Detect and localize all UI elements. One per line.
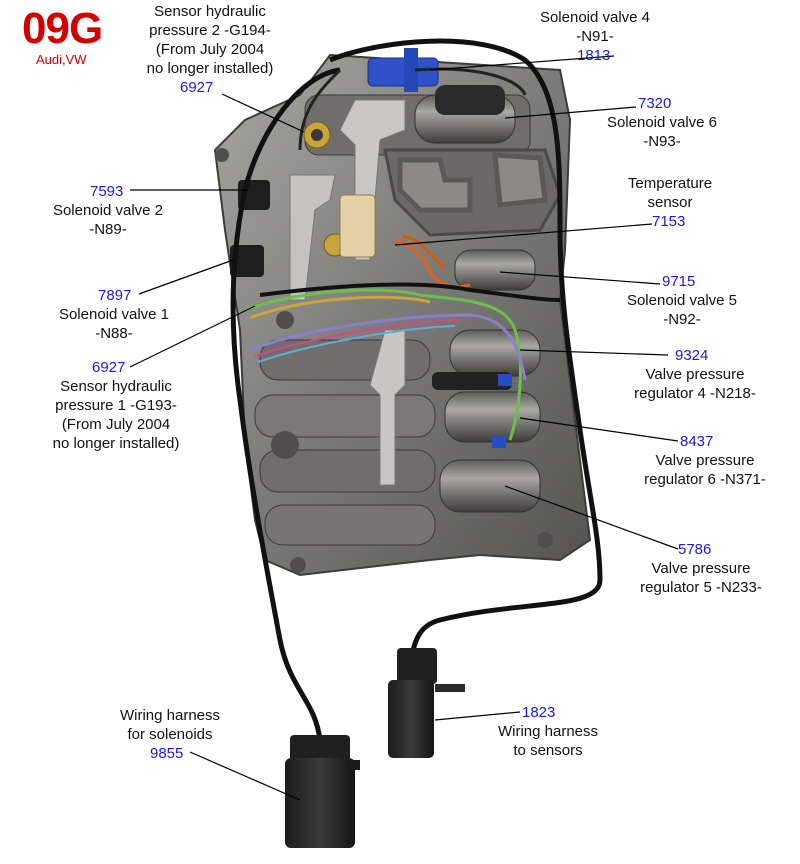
part-code: 9855 <box>150 745 184 762</box>
callout-temperature-sensor: Temperature sensor 7153 <box>610 174 730 231</box>
callout-solenoid-valve-1: 7897 Solenoid valve 1 -N88- <box>44 286 184 343</box>
regulator-5-body <box>439 459 541 513</box>
part-code: 1823 <box>522 704 556 721</box>
part-code: 8437 <box>680 433 714 450</box>
harness-wire-left <box>230 67 341 741</box>
leader-lines <box>129 55 679 801</box>
manufacturer-makes: Audi,VW <box>36 52 87 67</box>
callout-solenoid-valve-5: 9715 Solenoid valve 5 -N92- <box>612 272 752 329</box>
solenoid-valve-1-connector <box>230 245 264 277</box>
callout-regulator-4: 9324 Valve pressure regulator 4 -N218- <box>620 346 770 403</box>
part-code: 9715 <box>662 273 696 290</box>
part-code: 5786 <box>678 541 712 558</box>
callout-solenoid-valve-2: 7593 Solenoid valve 2 -N89- <box>38 182 178 239</box>
part-code: 9324 <box>675 347 709 364</box>
solenoid-valve-5-body <box>454 249 536 291</box>
callout-solenoid-valve-6: 7320 Solenoid valve 6 -N93- <box>592 94 732 151</box>
part-code: 1813 <box>577 47 611 64</box>
connector-solenoids <box>285 735 360 848</box>
solenoid-valve-4-body <box>435 85 505 115</box>
regulator-6-body <box>444 391 541 443</box>
part-code: 7153 <box>652 213 686 230</box>
callout-regulator-5: 5786 Valve pressure regulator 5 -N233- <box>626 540 776 597</box>
part-code: 7897 <box>98 287 132 304</box>
callout-pressure-sensor-2: Sensor hydraulic pressure 2 -G194- (From… <box>130 2 290 97</box>
callout-harness-solenoids: Wiring harness for solenoids 9855 <box>100 706 240 763</box>
callout-pressure-sensor-1: 6927 Sensor hydraulic pressure 1 -G193- … <box>36 358 196 453</box>
part-code: 6927 <box>92 359 126 376</box>
regulator-4-body <box>449 329 541 377</box>
solenoid-valve-4-connector <box>367 57 439 87</box>
harness-wire-right <box>329 38 603 656</box>
callout-harness-sensors: 1823 Wiring harness to sensors <box>478 703 618 760</box>
callout-regulator-6: 8437 Valve pressure regulator 6 -N371- <box>630 432 780 489</box>
part-code: 6927 <box>180 79 214 96</box>
part-code: 7593 <box>90 183 124 200</box>
callout-solenoid-valve-4: Solenoid valve 4 -N91- 1813 <box>530 8 660 65</box>
transmission-code: 09G <box>22 4 103 53</box>
part-code: 7320 <box>638 95 672 112</box>
connector-sensors <box>388 648 465 758</box>
